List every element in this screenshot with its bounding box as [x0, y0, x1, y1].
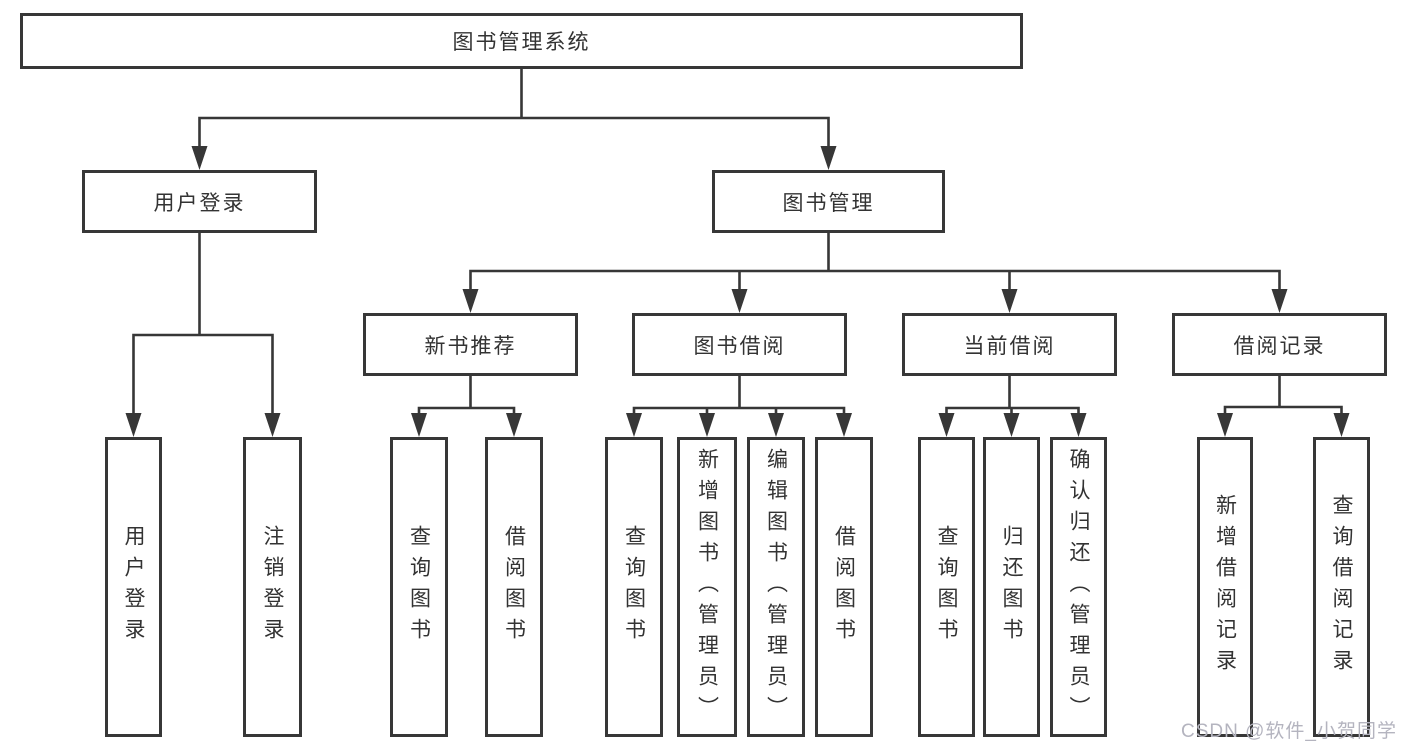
leaf-label: 查询图书 — [935, 525, 958, 649]
node-label: 图书管理系统 — [452, 31, 591, 54]
node-book-borrowing: 图书借阅 — [632, 313, 847, 376]
leaf-label: 注销登录 — [261, 525, 284, 649]
node-borrowing-records: 借阅记录 — [1172, 313, 1387, 376]
leaf-confirm-return-admin: 确认归还（管理员） — [1050, 437, 1107, 737]
leaf-borrow-books-recommend: 借阅图书 — [485, 437, 543, 737]
leaf-label: 借阅图书 — [832, 525, 856, 649]
leaf-label: 新增图书（管理员） — [695, 447, 719, 727]
node-label: 当前借阅 — [963, 334, 1056, 358]
leaf-add-book-admin: 新增图书（管理员） — [677, 437, 737, 737]
leaf-query-books-recommend: 查询图书 — [390, 437, 448, 737]
leaf-label: 查询借阅记录 — [1330, 494, 1353, 680]
node-new-book-recommendation: 新书推荐 — [363, 313, 578, 376]
node-library-management-system: 图书管理系统 — [20, 13, 1023, 69]
leaf-label: 借阅图书 — [502, 525, 526, 649]
leaf-borrow-books: 借阅图书 — [815, 437, 873, 737]
leaf-return-books: 归还图书 — [983, 437, 1040, 737]
leaf-label: 确认归还（管理员） — [1067, 447, 1090, 727]
leaf-label: 查询图书 — [622, 525, 646, 649]
node-label: 借阅记录 — [1233, 334, 1326, 358]
node-current-borrowing: 当前借阅 — [902, 313, 1117, 376]
leaf-logout: 注销登录 — [243, 437, 302, 737]
node-user-login: 用户登录 — [82, 170, 317, 233]
leaf-label: 新增借阅记录 — [1213, 494, 1237, 680]
leaf-edit-book-admin: 编辑图书（管理员） — [747, 437, 805, 737]
node-book-management: 图书管理 — [712, 170, 945, 233]
leaf-label: 编辑图书（管理员） — [764, 447, 788, 727]
leaf-query-borrowing-record: 查询借阅记录 — [1313, 437, 1370, 737]
leaf-label: 归还图书 — [1000, 525, 1023, 649]
leaf-add-borrowing-record: 新增借阅记录 — [1197, 437, 1253, 737]
node-label: 图书管理 — [782, 191, 875, 215]
node-label: 图书借阅 — [693, 334, 786, 358]
leaf-label: 用户登录 — [122, 525, 145, 649]
csdn-watermark: CSDN @软件_小贺同学 — [1181, 721, 1397, 742]
node-label: 用户登录 — [153, 191, 246, 215]
node-label: 新书推荐 — [424, 334, 517, 358]
leaf-label: 查询图书 — [407, 525, 431, 649]
leaf-query-books-borrow: 查询图书 — [605, 437, 663, 737]
leaf-user-login: 用户登录 — [105, 437, 162, 737]
leaf-query-books-current: 查询图书 — [918, 437, 975, 737]
